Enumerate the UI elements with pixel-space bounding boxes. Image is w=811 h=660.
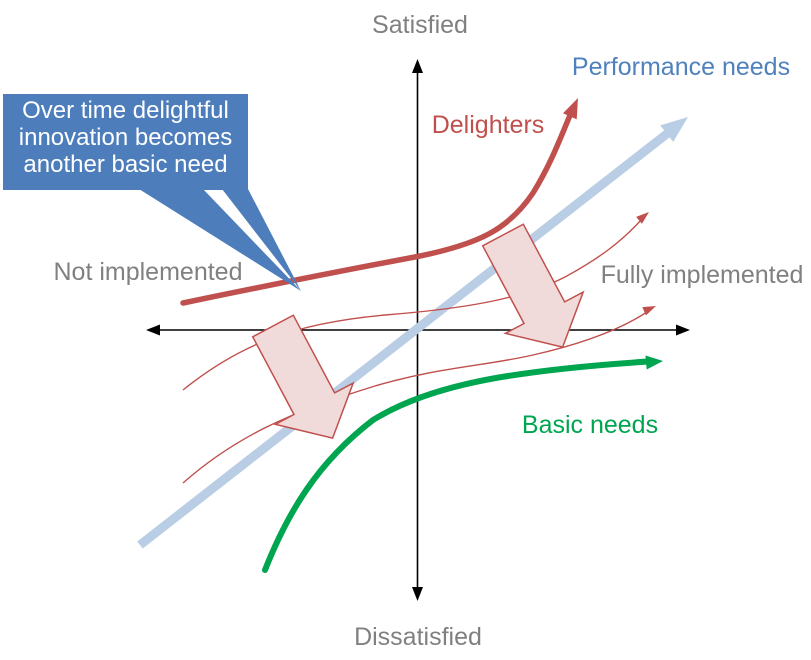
y-axis-up-arrowhead-icon <box>412 59 423 73</box>
transition-arrow-left-shape <box>251 314 355 440</box>
not-implemented-label: Not implemented <box>54 258 243 286</box>
callout-line-2: innovation becomes <box>19 124 232 151</box>
delighters-curve <box>180 98 578 306</box>
delighters-arrowhead-icon <box>563 98 578 120</box>
satisfied-label: Satisfied <box>372 11 468 39</box>
intermediate-upper-arrowhead-icon <box>636 212 649 224</box>
transition-arrow-right <box>481 223 585 349</box>
callout-box <box>3 94 248 190</box>
callout-line-3: another basic need <box>23 151 227 178</box>
callout-line-1: Over time delightful <box>22 97 229 124</box>
performance-needs-label: Performance needs <box>572 53 790 81</box>
dissatisfied-label: Dissatisfied <box>354 623 482 651</box>
performance-arrowhead-icon <box>660 117 688 142</box>
x-axis-left-arrowhead-icon <box>146 324 160 336</box>
basic-needs-label: Basic needs <box>522 411 658 439</box>
transition-arrow-left <box>251 314 355 440</box>
basic-needs-stroke <box>262 358 651 573</box>
x-axis-right-arrowhead-icon <box>676 324 690 336</box>
transition-arrow-right-shape <box>481 223 585 349</box>
performance-needs-line <box>137 117 688 549</box>
y-axis-down-arrowhead-icon <box>412 587 423 601</box>
fully-implemented-label: Fully implemented <box>601 261 804 289</box>
callout-tail <box>139 189 301 291</box>
callout-tail-sliver <box>222 189 301 291</box>
delighters-label: Delighters <box>432 111 545 139</box>
intermediate-lower-arrowhead-icon <box>642 306 656 316</box>
intermediate-curve-lower <box>182 311 648 484</box>
delighters-stroke <box>180 110 574 306</box>
basic-needs-arrowhead-icon <box>645 355 663 370</box>
basic-needs-curve <box>262 355 663 573</box>
performance-needs-stroke <box>137 129 671 549</box>
